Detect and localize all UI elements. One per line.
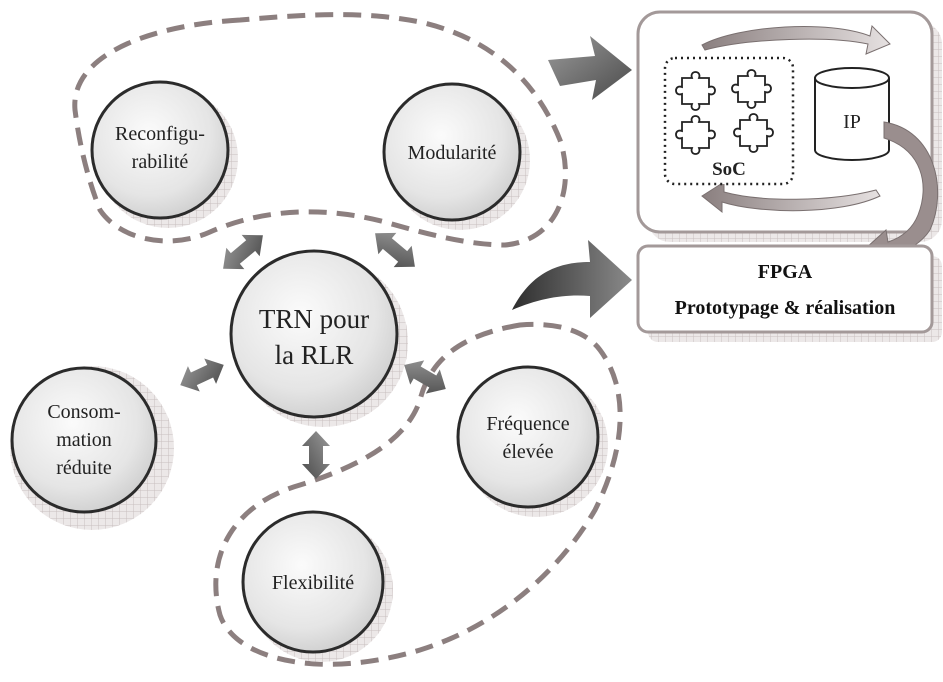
ip-label: IP	[843, 111, 861, 133]
consommation-label-line3: réduite	[56, 457, 112, 479]
ip-cylinder-icon	[814, 67, 890, 161]
consommation-label-line1: Consom-	[47, 401, 120, 423]
node-reconfigurabilite: Reconfigu- rabilité	[90, 80, 238, 228]
reconfig-label-line2: rabilité	[132, 151, 189, 173]
arrow-center-modularite	[375, 232, 415, 268]
center-label-line1: TRN pour	[259, 304, 369, 334]
node-frequence: Fréquence élevée	[456, 365, 608, 517]
fpga-subtitle: Prototypage & réalisation	[675, 297, 896, 319]
node-modularite: Modularité	[382, 82, 530, 230]
node-consommation: Consom- mation réduite	[10, 366, 174, 530]
center-label-line2: la RLR	[275, 340, 354, 370]
arrow-to-fpga	[512, 240, 632, 318]
soc-ip-panel: SoC IP	[636, 10, 942, 242]
cycle-arrow-top	[701, 24, 891, 55]
consommation-label-line2: mation	[56, 429, 112, 451]
modularite-label: Modularité	[408, 142, 497, 164]
fpga-title: FPGA	[758, 261, 813, 283]
soc-box	[663, 56, 795, 186]
fpga-box: FPGA Prototypage & réalisation	[636, 244, 942, 342]
node-flexibilite: Flexibilité	[241, 510, 393, 662]
arrow-center-reconfig	[223, 234, 263, 270]
soc-label: SoC	[712, 159, 746, 180]
cycle-arrow-bottom	[701, 181, 881, 214]
frequence-label-line2: élevée	[502, 441, 553, 463]
puzzle-icon	[675, 69, 774, 155]
dashed-group-bottom	[213, 321, 623, 667]
flexibilite-label: Flexibilité	[272, 572, 354, 594]
arrow-center-frequence	[404, 360, 446, 394]
frequence-label-line1: Fréquence	[486, 413, 569, 435]
arrow-to-soc-panel	[548, 36, 632, 100]
reconfig-label-line1: Reconfigu-	[115, 123, 205, 145]
arrow-center-consommation	[180, 358, 224, 392]
node-center-trn: TRN pour la RLR	[229, 249, 408, 427]
arrow-center-flexibilite	[302, 431, 330, 479]
